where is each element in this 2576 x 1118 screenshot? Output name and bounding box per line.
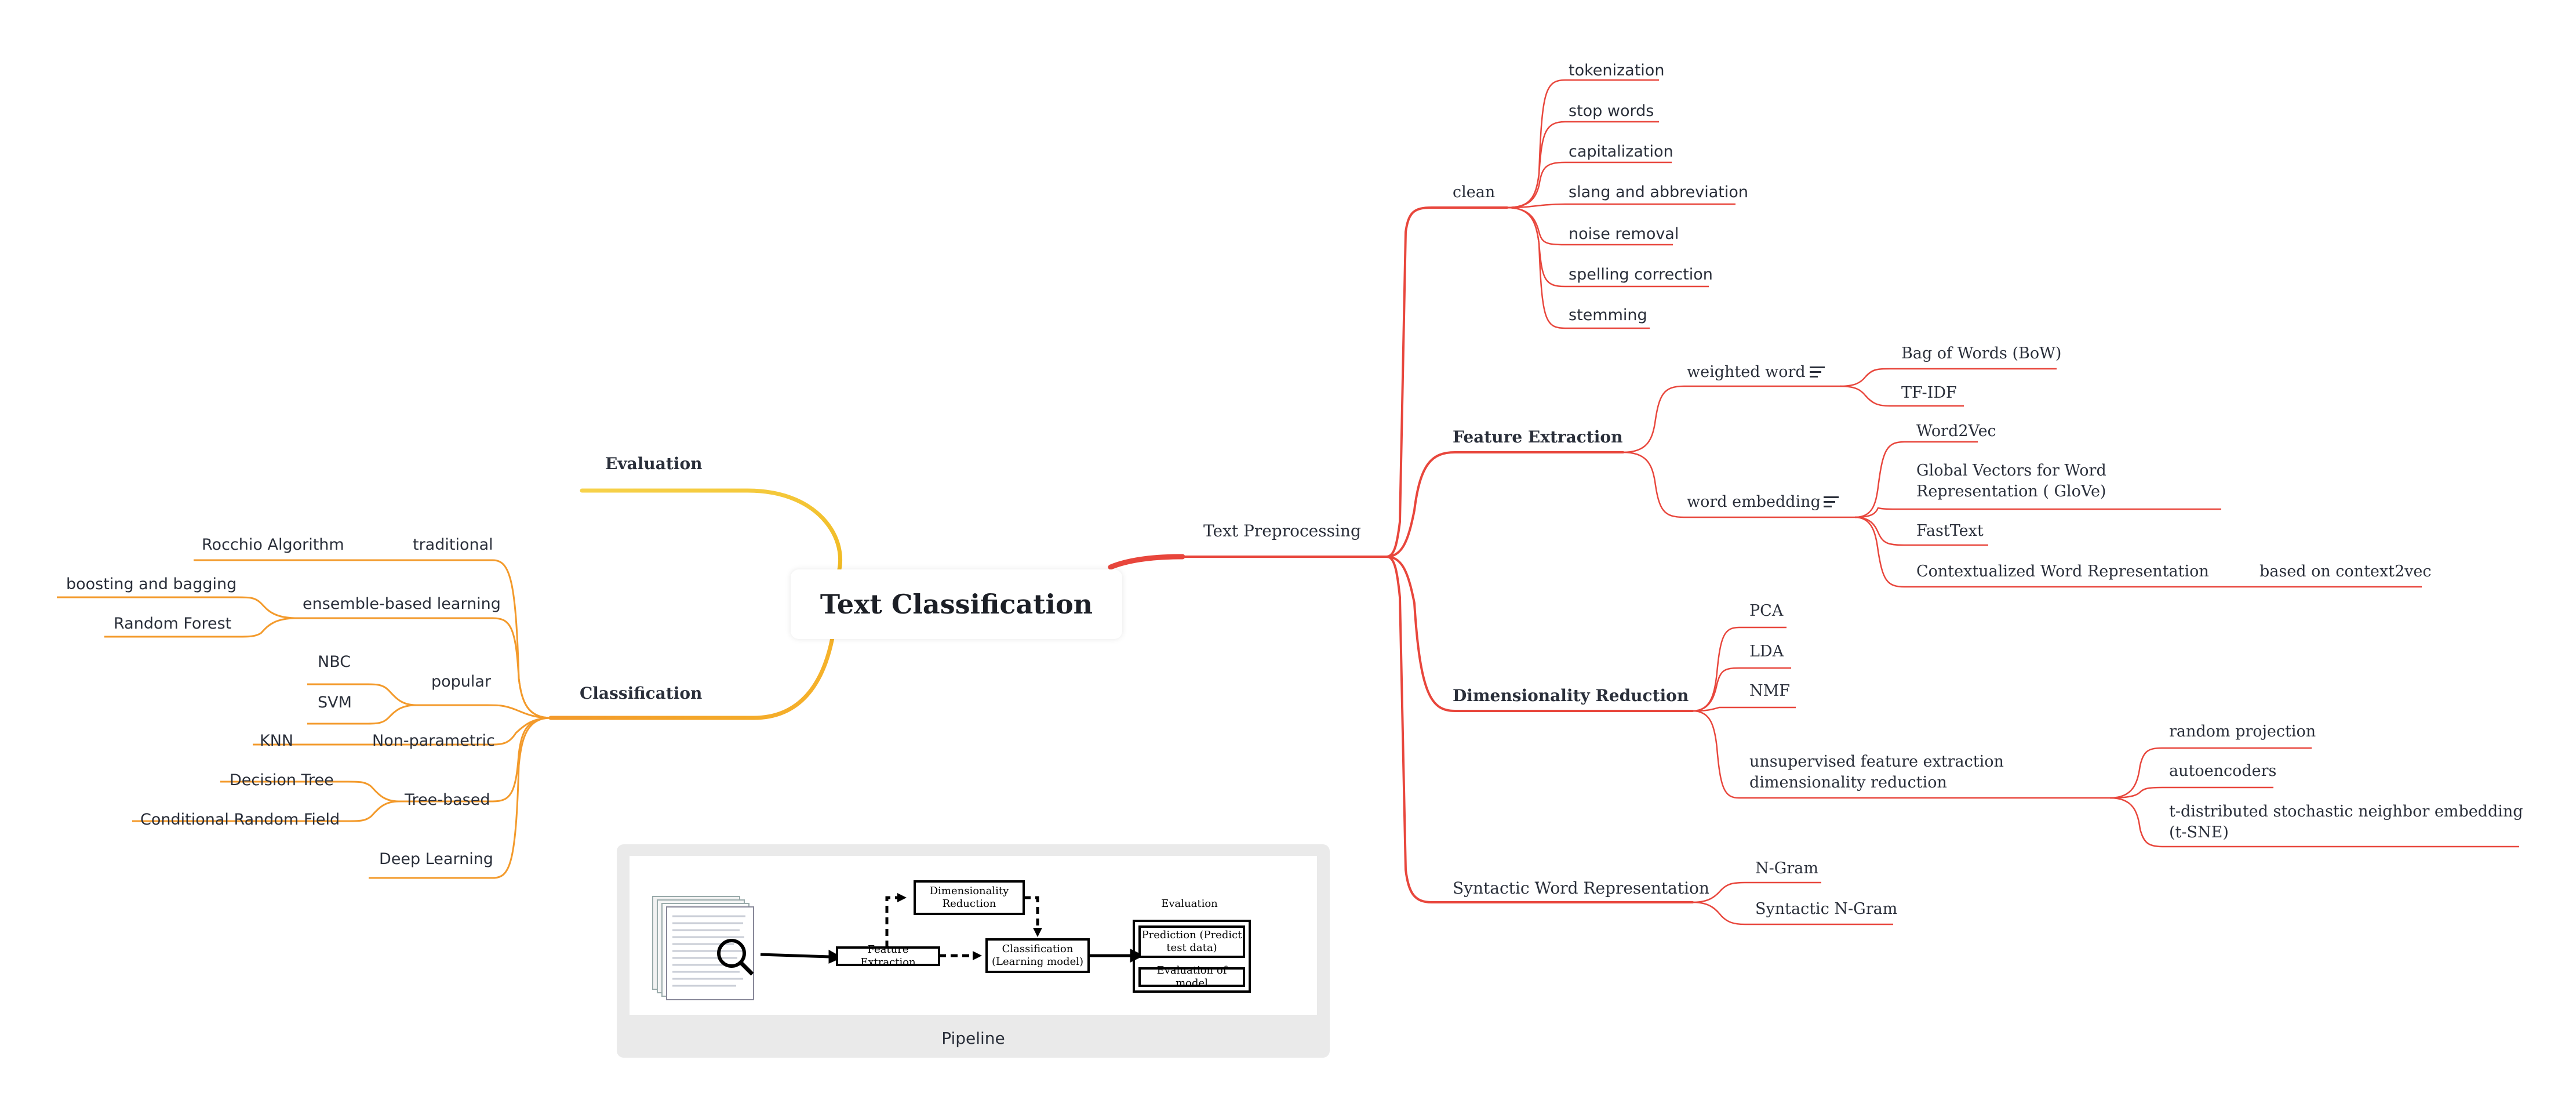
prediction-box: Prediction (Predict test data)	[1138, 925, 1245, 958]
node-boosting[interactable]: boosting and bagging	[66, 575, 237, 593]
node-capitalization[interactable]: capitalization	[1569, 143, 1673, 161]
node-word2vec[interactable]: Word2Vec	[1916, 422, 1996, 440]
pipeline-arrows	[652, 893, 1144, 1000]
topic-text-preprocessing[interactable]: Text Preprocessing	[1203, 521, 1361, 540]
topic-classification[interactable]: Classification	[580, 684, 703, 703]
node-context2vec[interactable]: based on context2vec	[2260, 562, 2432, 580]
classification-connectors	[57, 559, 551, 879]
node-stemming[interactable]: stemming	[1569, 306, 1647, 324]
node-tfidf[interactable]: TF-IDF	[1901, 384, 1957, 402]
node-word-embedding[interactable]: word embedding	[1687, 493, 1821, 511]
node-random-forest[interactable]: Random Forest	[114, 615, 232, 633]
notes-icon[interactable]	[1824, 496, 1839, 508]
classification-connector	[548, 636, 835, 720]
node-spelling[interactable]: spelling correction	[1569, 266, 1713, 284]
topic-syntactic[interactable]: Syntactic Word Representation	[1453, 879, 1709, 898]
node-ensemble[interactable]: ensemble-based learning	[303, 595, 501, 613]
node-lda[interactable]: LDA	[1749, 643, 1784, 660]
node-slang[interactable]: slang and abbreviation	[1569, 183, 1749, 201]
node-ngram[interactable]: N-Gram	[1755, 859, 1818, 877]
node-syntactic-ngram[interactable]: Syntactic N-Gram	[1755, 900, 1898, 918]
evaluation-group: Prediction (Predict test data) Evaluatio…	[1133, 920, 1251, 993]
dim-reduction-connectors	[1692, 626, 2519, 848]
node-knn[interactable]: KNN	[260, 732, 294, 750]
documents-icon	[652, 896, 754, 1000]
node-svm[interactable]: SVM	[318, 694, 352, 712]
node-crf[interactable]: Conditional Random Field	[140, 811, 340, 829]
node-deep-learning[interactable]: Deep Learning	[379, 850, 493, 868]
preprocessing-connector	[1108, 206, 1694, 903]
evaluation-title: Evaluation	[1161, 898, 1218, 910]
node-tokenization[interactable]: tokenization	[1569, 61, 1665, 79]
topic-evaluation[interactable]: Evaluation	[605, 454, 703, 473]
node-fasttext[interactable]: FastText	[1916, 522, 1984, 540]
classification-box: Classification (Learning model)	[985, 938, 1090, 973]
node-unsupervised[interactable]: unsupervised feature extraction dimensio…	[1749, 753, 2004, 792]
node-random-projection[interactable]: random projection	[2169, 723, 2316, 741]
evaluation-model-box: Evaluation of model	[1138, 964, 1245, 989]
node-nonparametric[interactable]: Non-parametric	[372, 732, 495, 750]
pipeline-image-card[interactable]: Dimensionality Reduction Feature Extract…	[617, 844, 1330, 1058]
node-tree-based[interactable]: Tree-based	[405, 791, 490, 809]
clean-connectors	[1507, 79, 1735, 329]
syntactic-connectors	[1692, 881, 1893, 925]
node-pca[interactable]: PCA	[1749, 602, 1784, 620]
feature-extraction-connectors	[1622, 368, 2422, 588]
dim-reduction-box: Dimensionality Reduction	[914, 880, 1025, 915]
node-contextualized[interactable]: Contextualized Word Representation	[1916, 562, 2209, 580]
node-rocchio[interactable]: Rocchio Algorithm	[202, 536, 344, 554]
node-clean[interactable]: clean	[1453, 183, 1496, 201]
node-nmf[interactable]: NMF	[1749, 682, 1791, 700]
topic-feature-extraction[interactable]: Feature Extraction	[1453, 427, 1623, 447]
notes-icon[interactable]	[1810, 366, 1825, 378]
node-glove[interactable]: Global Vectors for Word Representation (…	[1916, 462, 2106, 500]
evaluation-connector	[580, 488, 842, 582]
node-nbc[interactable]: NBC	[318, 653, 351, 671]
node-decision-tree[interactable]: Decision Tree	[230, 771, 334, 789]
node-autoencoders[interactable]: autoencoders	[2169, 762, 2277, 780]
topic-dimensionality-reduction[interactable]: Dimensionality Reduction	[1453, 686, 1689, 705]
feature-extraction-box: Feature Extraction	[836, 943, 940, 968]
node-weighted-word[interactable]: weighted word	[1687, 363, 1806, 381]
node-noise-removal[interactable]: noise removal	[1569, 225, 1679, 243]
node-popular[interactable]: popular	[431, 673, 492, 691]
node-bow[interactable]: Bag of Words (BoW)	[1901, 344, 2062, 362]
pipeline-diagram: Dimensionality Reduction Feature Extract…	[630, 856, 1317, 1015]
central-topic[interactable]: Text Classification	[791, 569, 1122, 639]
node-tsne[interactable]: t-distributed stochastic neighbor embedd…	[2169, 803, 2523, 841]
pipeline-caption: Pipeline	[941, 1029, 1005, 1048]
node-traditional[interactable]: traditional	[413, 536, 493, 554]
node-stop-words[interactable]: stop words	[1569, 102, 1654, 120]
